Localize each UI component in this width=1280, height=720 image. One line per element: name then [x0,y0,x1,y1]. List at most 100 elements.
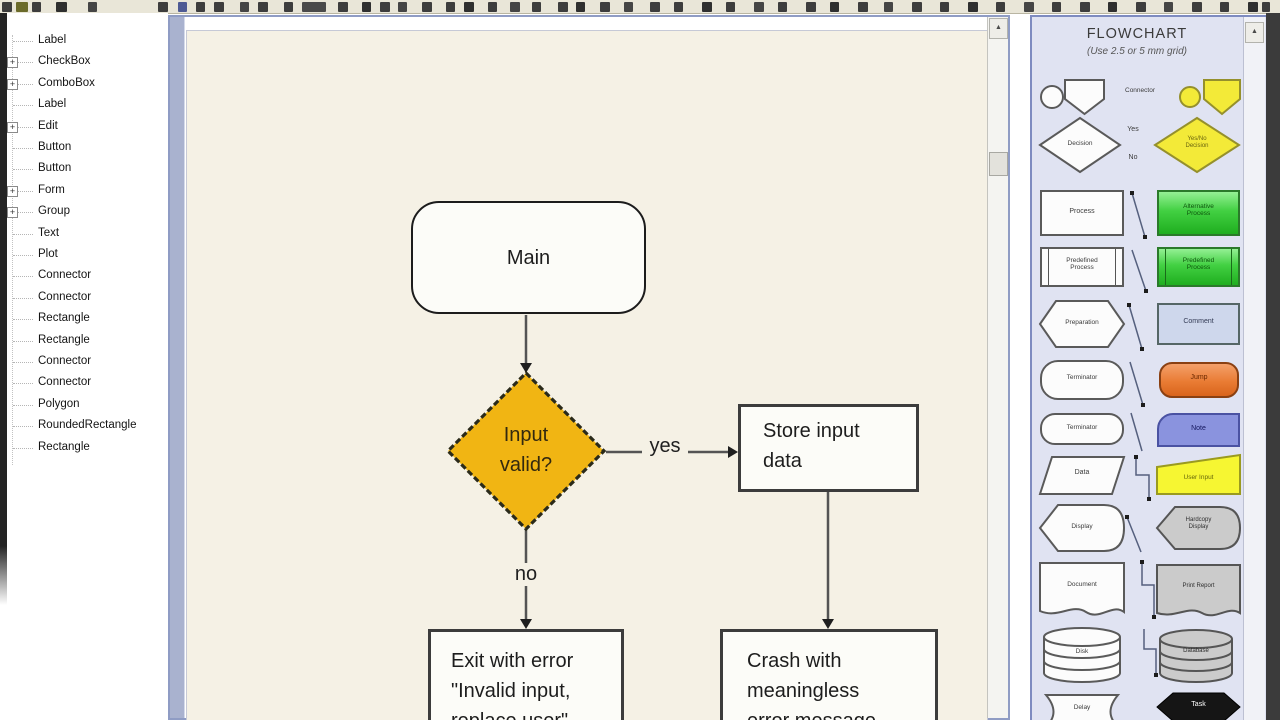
tree-item-connector[interactable]: Connector [0,373,168,394]
toolbar-icon[interactable] [600,2,610,12]
toolbar-icon[interactable] [380,2,390,12]
toolbar-icon[interactable] [284,2,293,12]
toolbar-icon[interactable] [532,2,541,12]
tree-item-text[interactable]: Text [0,224,168,245]
toolbar-icon[interactable] [1052,2,1061,12]
toolbar-icon[interactable] [940,2,949,12]
tree-item-connector[interactable]: Connector [0,352,168,373]
toolbar-icon[interactable] [1136,2,1146,12]
tree-item-rectangle[interactable]: Rectangle [0,331,168,352]
palette-scroll-up-button[interactable]: ▲ [1245,22,1264,43]
toolbar-icon[interactable] [362,2,371,12]
canvas-page[interactable]: Main Input valid? Store input data Exit … [186,30,988,720]
toolbar-icon[interactable] [1108,2,1117,12]
tree-item-polygon[interactable]: Polygon [0,395,168,416]
tree-item-roundedrectangle[interactable]: RoundedRectangle [0,416,168,437]
toolbar-icon[interactable] [650,2,660,12]
toolbar-icon[interactable] [2,2,12,12]
palette-shape-alternative-process[interactable] [1157,190,1240,236]
tree-item-connector[interactable]: Connector [0,288,168,309]
toolbar-icon[interactable] [576,2,585,12]
toolbar-icon[interactable] [196,2,205,12]
toolbar-icon[interactable] [1192,2,1202,12]
toolbar-icon[interactable] [1080,2,1090,12]
tree-item-rectangle[interactable]: Rectangle [0,309,168,330]
toolbar-icon[interactable] [778,2,787,12]
palette-label-print-report: Print Report [1182,583,1215,589]
toolbar-icon[interactable] [16,2,28,12]
tree-item-rectangle[interactable]: Rectangle [0,438,168,459]
toolbar-icon[interactable] [398,2,407,12]
toolbar-icon[interactable] [464,2,474,12]
toolbar-icon[interactable] [258,2,268,12]
toolbar-icon[interactable] [754,2,764,12]
toolbar-icon[interactable] [32,2,41,12]
toolbar-icon[interactable] [1262,2,1270,12]
scrollbar-thumb[interactable] [989,152,1008,176]
expand-icon[interactable]: + [7,78,18,90]
flowchart-node-crash[interactable]: Crash with meaningless error message [720,629,938,720]
scroll-up-button[interactable]: ▲ [989,18,1008,39]
toolbar-icon[interactable] [1164,2,1173,12]
toolbar-icon[interactable] [968,2,978,12]
toolbar-icon[interactable] [510,2,520,12]
toolbar-icon[interactable] [488,2,497,12]
tree-item-connector[interactable]: Connector [0,266,168,287]
toolbar-icon[interactable] [858,2,868,12]
toolbar-icon[interactable] [726,2,735,12]
toolbar-icon[interactable] [1220,2,1229,12]
toolbar-icon[interactable] [422,2,432,12]
palette-shape-terminator[interactable] [1040,360,1124,400]
toolbar-icon[interactable] [446,2,455,12]
flowchart-node-store[interactable]: Store input data [738,404,919,492]
expand-icon[interactable]: + [7,121,18,133]
palette-shape-process[interactable] [1040,190,1124,236]
toolbar-icon[interactable] [912,2,922,12]
expand-icon[interactable]: + [7,57,18,69]
toolbar-icon[interactable] [558,2,568,12]
toolbar-icon[interactable] [806,2,816,12]
tree-item-checkbox[interactable]: +CheckBox [0,52,168,73]
toolbar-icon[interactable] [830,2,839,12]
tree-item-plot[interactable]: Plot [0,245,168,266]
tree-item-form[interactable]: +Form [0,181,168,202]
toolbar-icon[interactable] [996,2,1005,12]
palette-shape-predefined-process-colored[interactable] [1157,247,1240,287]
tree-item-label[interactable]: Label [0,95,168,116]
toolbar-icon[interactable] [158,2,168,12]
toolbar-icon[interactable] [624,2,633,12]
tree-item-combobox[interactable]: +ComboBox [0,74,168,95]
toolbar-icon[interactable] [178,2,187,12]
palette-shape-note[interactable] [1157,413,1240,447]
toolbar-icon[interactable] [88,2,97,12]
toolbar-icon[interactable] [56,2,67,12]
expand-icon[interactable]: + [7,207,18,219]
palette-shape-jump[interactable] [1159,362,1239,398]
tree-item-label[interactable]: Label [0,31,168,52]
toolbar-icon[interactable] [674,2,683,12]
tree-branch-line [13,426,33,428]
canvas-vertical-scrollbar[interactable]: ▲ [987,17,1008,718]
palette-shape-terminator-small[interactable] [1040,413,1124,445]
palette-shape-predefined-process[interactable] [1040,247,1124,287]
tree-item-edit[interactable]: +Edit [0,117,168,138]
expand-icon[interactable]: + [7,185,18,197]
toolbar-icon[interactable] [1248,2,1258,12]
tree-item-button[interactable]: Button [0,159,168,180]
tree-item-button[interactable]: Button [0,138,168,159]
decision-shape [445,370,607,532]
toolbar-icon[interactable] [214,2,224,12]
toolbar-icon[interactable] [240,2,249,12]
toolbar-icon[interactable] [302,2,326,12]
toolbar-icon[interactable] [338,2,348,12]
toolbar-icon[interactable] [1024,2,1034,12]
palette-shapes[interactable] [1032,17,1243,720]
palette-shape-comment[interactable] [1157,303,1240,345]
toolbar-icon[interactable] [884,2,893,12]
flowchart-node-decision-label[interactable]: Input valid? [499,424,553,476]
tree-item-group[interactable]: +Group [0,202,168,223]
flowchart-node-exit[interactable]: Exit with error "Invalid input, replace … [428,629,624,720]
toolbar-icon[interactable] [702,2,712,12]
flowchart-node-main[interactable]: Main [411,201,646,314]
palette-vertical-scrollbar[interactable]: ▲ [1243,17,1265,720]
